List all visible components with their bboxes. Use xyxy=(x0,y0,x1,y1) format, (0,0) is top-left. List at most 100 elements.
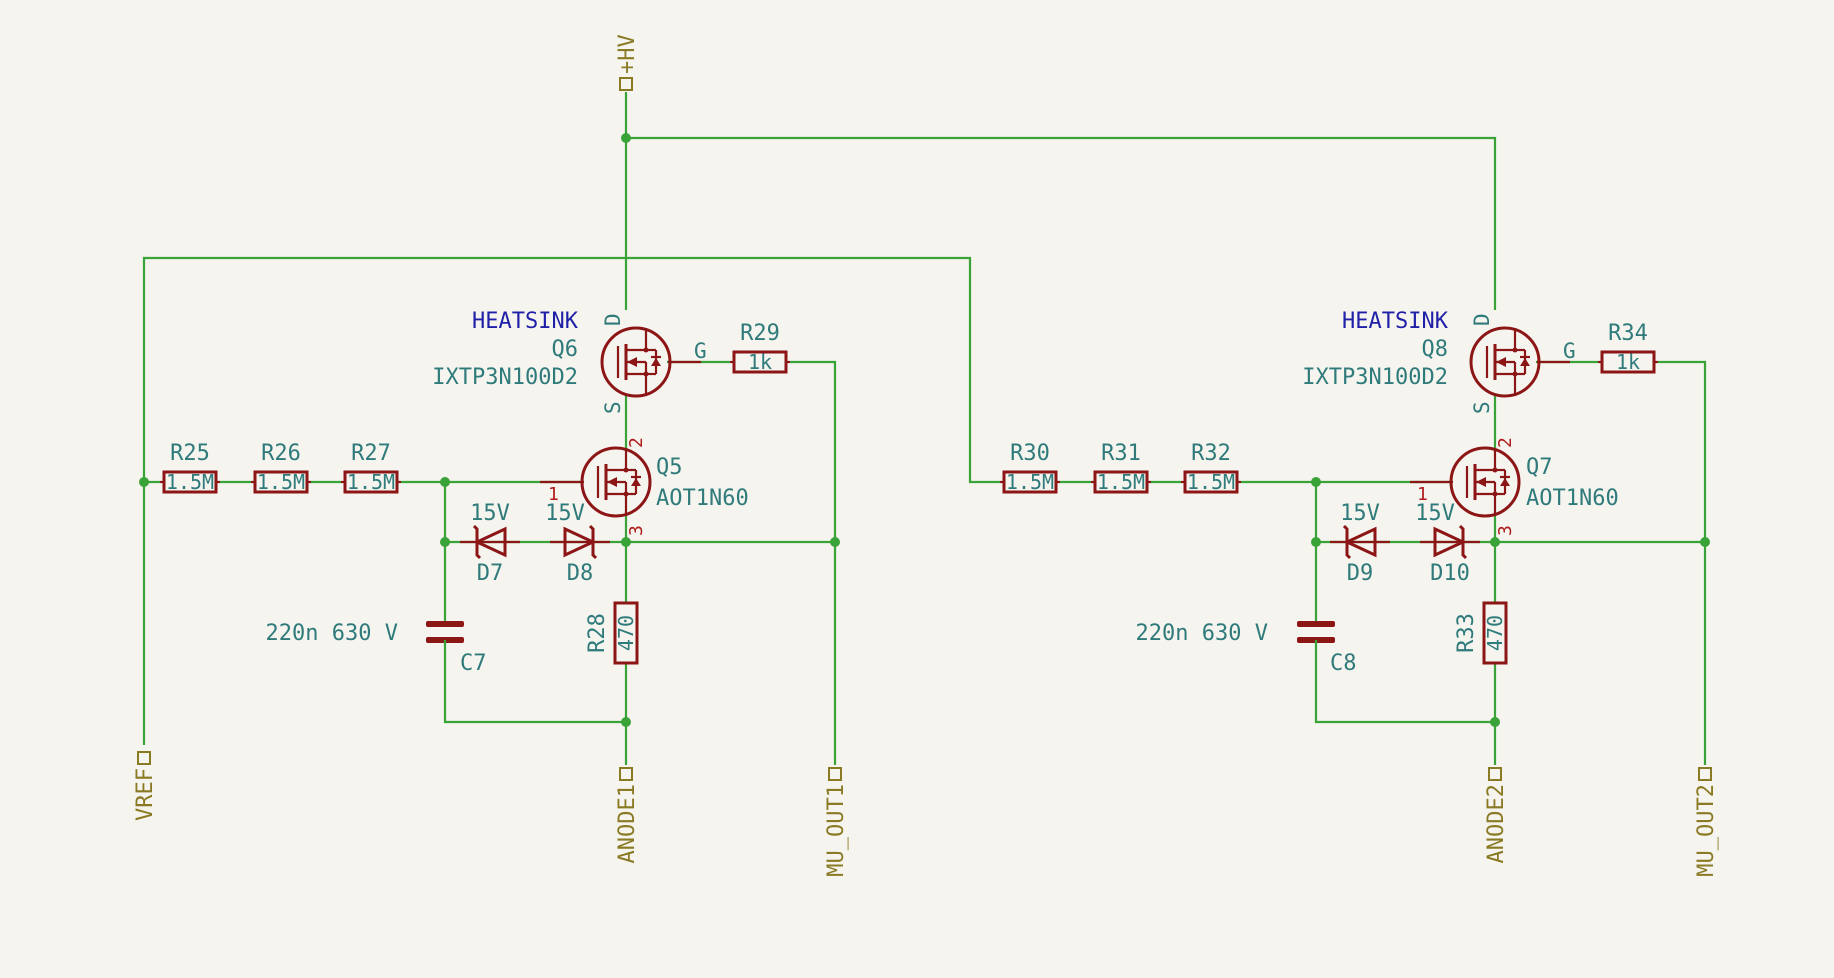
r29-value: 1k xyxy=(748,350,772,374)
c8-ref: C8 xyxy=(1330,651,1357,676)
q6-pin-s: S xyxy=(601,401,625,414)
r26-value: 1.5M xyxy=(257,470,305,494)
junction-dot xyxy=(1311,477,1321,487)
d7-value: 15V xyxy=(470,501,510,526)
r28-ref: R28 xyxy=(585,613,610,653)
d8-value: 15V xyxy=(545,501,585,526)
resistor-r31[interactable]: R31 1.5M xyxy=(1089,441,1153,494)
port-mu-out1-symbol xyxy=(828,767,842,781)
junction-dot xyxy=(1311,537,1321,547)
junction-dot xyxy=(621,717,631,727)
q6-value: IXTP3N100D2 xyxy=(432,365,578,390)
resistor-r28[interactable]: R28 470 xyxy=(585,601,639,665)
r25-value: 1.5M xyxy=(166,470,214,494)
q7-ref: Q7 xyxy=(1526,455,1553,480)
r27-ref: R27 xyxy=(351,441,391,466)
port-anode2-label: ANODE2 xyxy=(1484,784,1509,863)
capacitor-c8[interactable]: 220n 630 V C8 xyxy=(1136,598,1357,676)
d7-ref: D7 xyxy=(477,561,504,586)
r31-ref: R31 xyxy=(1101,441,1141,466)
q8-value: IXTP3N100D2 xyxy=(1302,365,1448,390)
r30-ref: R30 xyxy=(1010,441,1050,466)
q8-pin-g: G xyxy=(1563,339,1576,363)
resistor-r26[interactable]: R26 1.5M xyxy=(249,441,313,494)
port-mu-out1-label: MU_OUT1 xyxy=(824,784,849,877)
resistor-r29[interactable]: R29 1k xyxy=(728,321,792,374)
zener-d10[interactable]: 15V D10 xyxy=(1415,501,1482,586)
port-hv-symbol xyxy=(619,77,633,91)
d10-ref: D10 xyxy=(1430,561,1470,586)
junction-dot xyxy=(1490,717,1500,727)
mosfet-q6[interactable]: D S G HEATSINK Q6 IXTP3N100D2 xyxy=(432,309,706,414)
junction-dot xyxy=(139,477,149,487)
q5-pin2: 2 xyxy=(626,437,647,448)
q7-value: AOT1N60 xyxy=(1526,486,1619,511)
resistor-r27[interactable]: R27 1.5M xyxy=(339,441,403,494)
capacitor-c7[interactable]: 220n 630 V C7 xyxy=(266,598,487,676)
port-anode1-label: ANODE1 xyxy=(615,784,640,863)
junctions xyxy=(139,133,1710,727)
q7-pin1: 1 xyxy=(1417,484,1428,505)
junction-dot xyxy=(830,537,840,547)
q6-pin-g: G xyxy=(694,339,707,363)
resistor-r32[interactable]: R32 1.5M xyxy=(1179,441,1243,494)
mosfet-q7[interactable]: 1 2 3 Q7 AOT1N60 xyxy=(1410,437,1619,536)
port-hv-label: +HV xyxy=(615,34,640,74)
q7-pin3: 3 xyxy=(1495,525,1516,536)
mosfet-q8[interactable]: D S G HEATSINK Q8 IXTP3N100D2 xyxy=(1302,309,1575,414)
r31-value: 1.5M xyxy=(1097,470,1145,494)
junction-dot xyxy=(621,133,631,143)
r28-value: 470 xyxy=(614,615,638,651)
resistor-r33[interactable]: R33 470 xyxy=(1454,601,1508,665)
wires xyxy=(142,92,1707,765)
r34-value: 1k xyxy=(1616,350,1640,374)
port-mu-out2-label: MU_OUT2 xyxy=(1694,784,1719,877)
junction-dot xyxy=(440,537,450,547)
q5-pin3: 3 xyxy=(626,525,647,536)
q5-ref: Q5 xyxy=(656,455,683,480)
q8-pin-s: S xyxy=(1470,401,1494,414)
r32-value: 1.5M xyxy=(1187,470,1235,494)
port-vref-label: VREF xyxy=(133,768,158,821)
q8-heatsink: HEATSINK xyxy=(1342,309,1449,334)
junction-dot xyxy=(1700,537,1710,547)
q5-pin1: 1 xyxy=(548,484,559,505)
d9-value: 15V xyxy=(1340,501,1380,526)
zener-d7[interactable]: 15V D7 xyxy=(458,501,522,586)
port-hv[interactable]: +HV xyxy=(615,34,640,91)
junction-dot xyxy=(1490,537,1500,547)
port-vref-symbol xyxy=(137,751,151,765)
d10-value: 15V xyxy=(1415,501,1455,526)
port-mu-out2-symbol xyxy=(1698,767,1712,781)
port-anode2[interactable]: ANODE2 xyxy=(1484,767,1509,863)
resistor-r30[interactable]: R30 1.5M xyxy=(998,441,1062,494)
port-anode1-symbol xyxy=(619,767,633,781)
q8-pin-d: D xyxy=(1470,313,1494,326)
port-anode2-symbol xyxy=(1488,767,1502,781)
r30-value: 1.5M xyxy=(1006,470,1054,494)
junction-dot xyxy=(621,537,631,547)
r26-ref: R26 xyxy=(261,441,301,466)
r33-ref: R33 xyxy=(1454,613,1479,653)
d8-ref: D8 xyxy=(567,561,594,586)
r32-ref: R32 xyxy=(1191,441,1231,466)
c7-value: 220n 630 V xyxy=(266,621,398,646)
junction-dot xyxy=(440,477,450,487)
resistor-r34[interactable]: R34 1k xyxy=(1596,321,1660,374)
q6-ref: Q6 xyxy=(552,337,579,362)
r29-ref: R29 xyxy=(740,321,780,346)
port-anode1[interactable]: ANODE1 xyxy=(615,767,640,863)
zener-d9[interactable]: 15V D9 xyxy=(1328,501,1392,586)
port-mu-out1[interactable]: MU_OUT1 xyxy=(824,767,849,877)
q8-ref: Q8 xyxy=(1422,337,1449,362)
c8-value: 220n 630 V xyxy=(1136,621,1268,646)
port-vref[interactable]: VREF xyxy=(133,751,158,821)
port-mu-out2[interactable]: MU_OUT2 xyxy=(1694,767,1719,877)
d9-ref: D9 xyxy=(1347,561,1374,586)
q6-heatsink: HEATSINK xyxy=(472,309,579,334)
mosfet-q5[interactable]: 1 2 3 Q5 AOT1N60 xyxy=(540,437,749,536)
zener-d8[interactable]: 15V D8 xyxy=(545,501,612,586)
r33-value: 470 xyxy=(1483,615,1507,651)
resistor-r25[interactable]: R25 1.5M xyxy=(158,441,222,494)
